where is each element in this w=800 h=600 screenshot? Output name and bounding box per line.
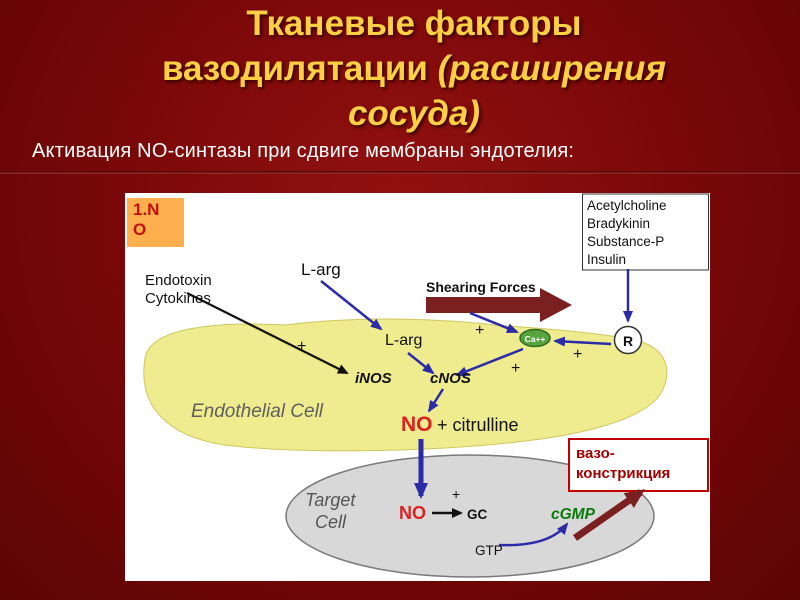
arrow-calcium-to-cnos xyxy=(455,347,524,377)
cytokines-label: Cytokines xyxy=(145,290,211,307)
arrow-receptor-to-calcium xyxy=(553,336,612,347)
endothelial-cell-shape xyxy=(143,318,668,452)
arrow-larg-to-cnos xyxy=(407,352,435,375)
pathway-diagram: Acetylcholine Bradykinin Substance-P Ins… xyxy=(143,193,709,578)
target-label-word2: Cell xyxy=(315,512,347,532)
target-label-word1: Target xyxy=(305,490,356,510)
arrow-endotoxin-to-inos xyxy=(186,292,349,374)
agonist-substance-p: Substance-P xyxy=(587,234,664,249)
arrow-nos-to-no xyxy=(427,388,445,413)
plus-sign: + xyxy=(452,486,460,502)
subtitle: Активация NO-синтазы при сдвиге мембраны… xyxy=(32,140,575,162)
agonist-bradykinin: Bradykinin xyxy=(587,216,650,231)
target-cell-shape xyxy=(285,454,655,578)
l-arg-cell-label: L-arg xyxy=(385,332,422,349)
vasoconstriction-line1: вазо- xyxy=(576,445,615,462)
citrulline-label: + citrulline xyxy=(437,415,519,435)
plus-sign: + xyxy=(573,346,582,363)
receptor-circle xyxy=(613,325,643,355)
agonist-acetylcholine: Acetylcholine xyxy=(587,198,667,213)
agonist-insulin: Insulin xyxy=(587,252,626,267)
receptor-label: R xyxy=(623,333,633,349)
endotoxin-label: Endotoxin xyxy=(145,272,212,289)
plus-sign: + xyxy=(475,322,484,339)
vasoconstriction-box xyxy=(568,438,709,492)
calcium-label: Ca++ xyxy=(525,334,546,344)
inos-label: iNOS xyxy=(355,370,392,387)
diagram-panel: Acetylcholine Bradykinin Substance-P Ins… xyxy=(125,193,710,581)
arrow-larg-top-to-cell xyxy=(320,280,383,331)
no-badge-label: 1.NO xyxy=(133,200,160,240)
title-line2-regular: вазодилятации xyxy=(161,48,438,88)
shearing-forces-arrow xyxy=(426,288,572,322)
arrow-cgmp-to-vasoconstriction xyxy=(572,489,646,541)
title-line-1: Тканевые факторы xyxy=(246,4,582,43)
cgmp-label: cGMP xyxy=(551,506,596,523)
gtp-label: GTP xyxy=(475,543,503,558)
agonist-list-box xyxy=(582,193,709,271)
no-target-label: NO xyxy=(399,503,426,523)
plus-sign: + xyxy=(297,338,306,355)
plus-sign: + xyxy=(511,360,520,377)
l-arg-top-label: L-arg xyxy=(301,260,341,279)
calcium-ellipse xyxy=(519,328,551,348)
gc-label: GC xyxy=(467,507,488,522)
vasoconstriction-line2: констрикция xyxy=(576,465,670,482)
arrow-gtp-to-cgmp xyxy=(498,522,569,547)
title-line-2: вазодилятации (расширения xyxy=(28,47,800,92)
cnos-label: cNOS xyxy=(430,370,471,387)
divider-line xyxy=(0,171,800,174)
arrow-shear-to-calcium xyxy=(469,311,519,334)
no-badge: 1.NO xyxy=(127,198,184,247)
endothelial-cell-label: Endothelial Cell xyxy=(191,401,324,422)
slide-title: Тканевые факторы вазодилятации (расширен… xyxy=(0,2,800,136)
shearing-forces-label: Shearing Forces xyxy=(426,279,536,295)
no-endothelial-label: NO xyxy=(401,413,433,436)
title-line2-italic: (расширения xyxy=(437,48,667,88)
title-line-3: сосуда) xyxy=(347,93,481,133)
